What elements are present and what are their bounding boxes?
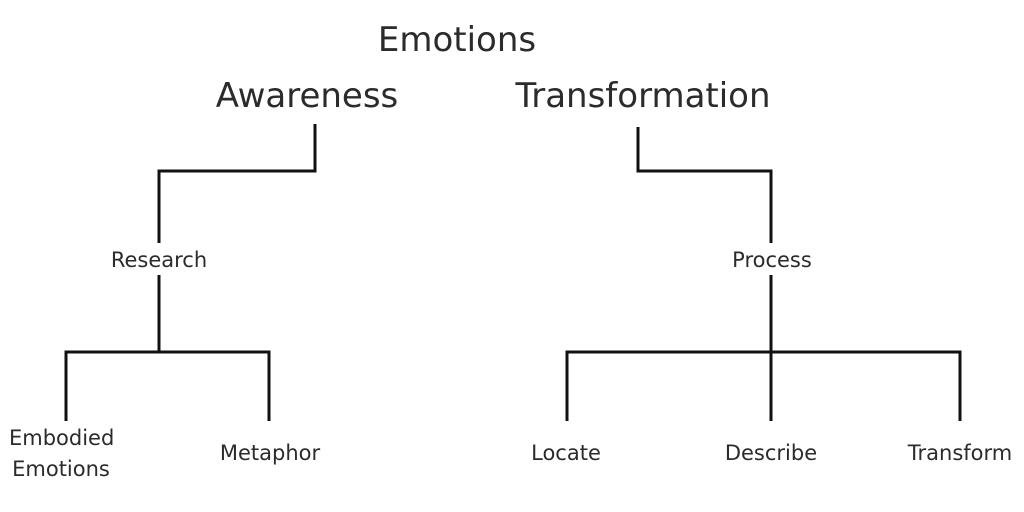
leaf-describe-label: Describe (725, 441, 817, 465)
root-node-label: Emotions (378, 20, 536, 60)
leaf-embodied-emotions-line-2: Emotions (12, 457, 110, 481)
branch-transformation-label: Transformation (514, 76, 770, 116)
leaf-locate-label: Locate (531, 441, 601, 465)
leaf-embodied-emotions-label: Embodied Emotions (9, 426, 121, 481)
connector-transformation-to-process (636, 127, 773, 243)
leaf-transform-label: Transform (907, 441, 1012, 465)
branch-awareness-label: Awareness (216, 76, 399, 116)
node-research-label: Research (111, 248, 207, 272)
node-process-label: Process (732, 248, 812, 272)
leaf-metaphor-label: Metaphor (220, 441, 321, 465)
connector-process-to-leaves (565, 350, 962, 421)
connector-awareness-to-research (157, 124, 317, 243)
connector-research-to-leaves (64, 350, 271, 421)
leaf-embodied-emotions-line-1: Embodied (9, 426, 114, 450)
